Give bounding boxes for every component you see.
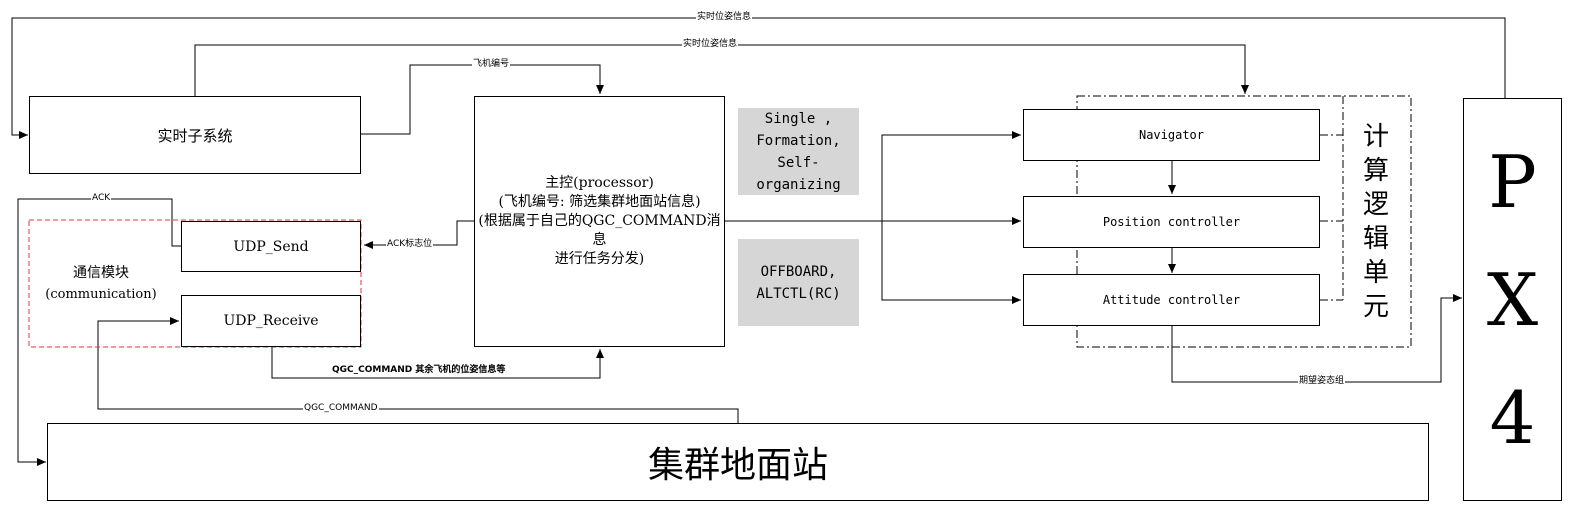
px4-char-3: 4 [1489, 375, 1536, 460]
udp-send-box: UDP_Send [181, 221, 361, 272]
realtime-subsystem-box: 实时子系统 [29, 96, 361, 174]
navigator-label: Navigator [1138, 128, 1205, 142]
label-qgc-others: QGC_COMMAND 其余飞机的位姿信息等 [331, 365, 507, 376]
edge-to-navigator [881, 131, 1021, 221]
ground-station-label: 集群地面站 [647, 445, 828, 486]
position-controller-label: Position controller [1102, 215, 1241, 229]
compute-logic-unit-label: 计 算 逻 辑 单 元 [1350, 120, 1402, 324]
compute-char-3: 逻 [1362, 190, 1389, 220]
mode-bottom-line1: OFFBOARD, [760, 263, 837, 280]
label-pose-inner: 实时位姿信息 [682, 39, 739, 50]
udp-receive-box: UDP_Receive [181, 295, 361, 347]
compute-char-4: 辑 [1362, 224, 1389, 254]
main-control-line4: 进行任务分发) [554, 251, 645, 267]
label-pose-outer: 实时位姿信息 [696, 12, 753, 23]
label-ack-flag: ACK标志位 [386, 239, 434, 250]
main-control-box: 主控(processor) (飞机编号: 筛选集群地面站信息) (根据属于自己的… [474, 96, 725, 347]
comm-module-label-cn: 通信模块 [73, 265, 129, 281]
px4-char-2: X [1486, 257, 1539, 342]
compute-char-2: 算 [1362, 156, 1389, 186]
udp-send-label: UDP_Send [233, 238, 309, 255]
edge-pose-inner [194, 44, 1249, 96]
px4-box: P X 4 [1463, 98, 1562, 501]
navigator-box: Navigator [1023, 109, 1320, 161]
edge-desired-attitude [1171, 294, 1462, 383]
ground-station-box: 集群地面站 [47, 423, 1429, 501]
edge-aircraft-id [361, 64, 604, 135]
mode-top-line3: Self- [777, 154, 820, 171]
compute-char-5: 单 [1362, 258, 1389, 288]
udp-receive-label: UDP_Receive [223, 313, 319, 329]
edge-qgc-others [271, 347, 604, 379]
main-control-line2: (飞机编号: 筛选集群地面站信息) [498, 194, 701, 210]
attitude-controller-box: Attitude controller [1023, 274, 1320, 326]
edge-pose-outer [11, 17, 1506, 139]
compute-char-6: 元 [1362, 292, 1389, 322]
edge-to-attitude [881, 221, 1021, 304]
comm-module-label-en: (communication) [45, 287, 157, 302]
mode-box-bottom: OFFBOARD, ALTCTL(RC) [738, 239, 859, 326]
px4-char-1: P [1488, 139, 1537, 224]
mode-top-line4: organizing [756, 176, 841, 193]
label-desired-attitude: 期望姿态组 [1298, 376, 1346, 387]
compute-char-1: 计 [1362, 122, 1389, 152]
main-control-line1: 主控(processor) [545, 175, 654, 191]
label-qgc: QGC_COMMAND [303, 403, 379, 414]
comm-module-border [28, 219, 362, 348]
mode-bottom-line2: ALTCTL(RC) [756, 285, 841, 302]
mode-box-top: Single , Formation, Self- organizing [738, 108, 859, 195]
mode-top-line2: Formation, [756, 132, 841, 149]
comm-module-label: 通信模块 (communication) [36, 262, 166, 306]
realtime-subsystem-label: 实时子系统 [157, 126, 233, 145]
label-aircraft-id: 飞机编号 [472, 59, 511, 70]
mode-top-line1: Single , [764, 110, 833, 127]
attitude-controller-label: Attitude controller [1102, 293, 1241, 307]
label-ack: ACK [91, 193, 112, 204]
edge-qgc [97, 317, 739, 423]
position-controller-box: Position controller [1023, 196, 1320, 248]
main-control-line3: (根据属于自己的QGC_COMMAND消息 [478, 213, 721, 248]
